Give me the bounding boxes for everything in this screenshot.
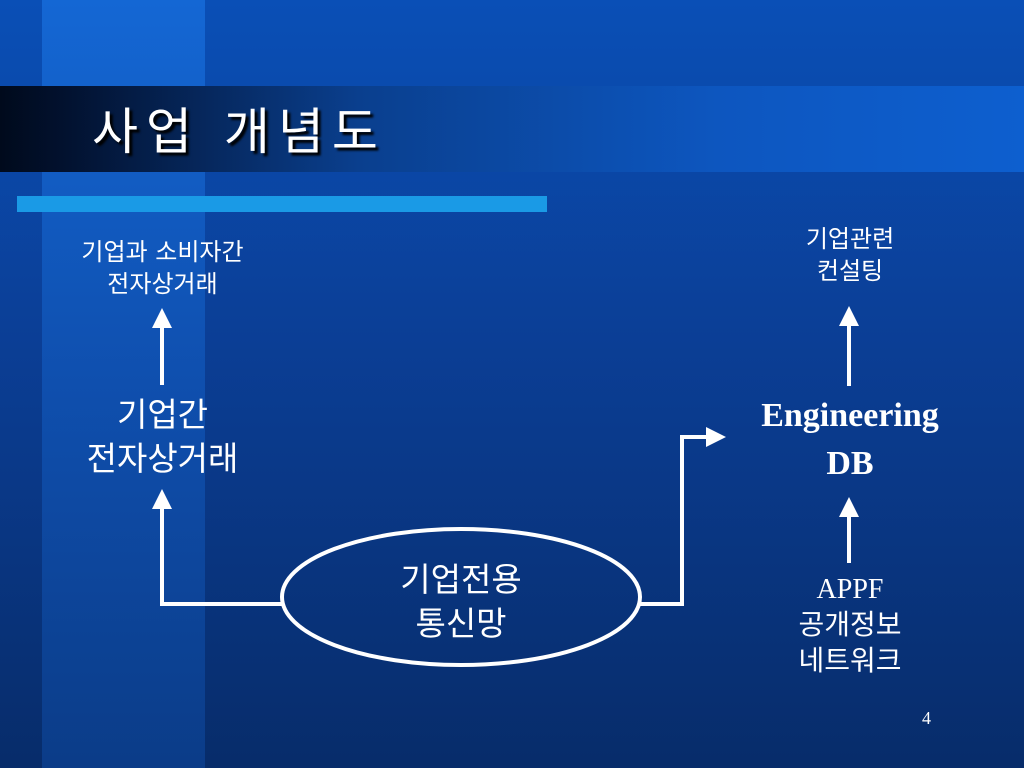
node-appf: APPF 공개정보 네트워크 xyxy=(750,572,950,680)
node-engineering-db-line1: Engineering xyxy=(761,397,939,434)
node-b2c-line1: 기업과 소비자간 xyxy=(81,238,244,266)
node-consulting: 기업관련 컨설팅 xyxy=(750,223,950,287)
arrow-network-to-db xyxy=(640,427,726,606)
node-consulting-line1: 기업관련 xyxy=(805,225,895,253)
node-appf-line1: APPF xyxy=(816,574,884,605)
node-network: 기업전용 통신망 xyxy=(331,558,591,646)
network-ellipse xyxy=(280,527,642,667)
node-appf-line3: 네트워크 xyxy=(798,646,902,677)
node-b2c-line2: 전자상거래 xyxy=(107,270,218,298)
node-engineering-db-line2: DB xyxy=(826,445,874,482)
node-consulting-line2: 컨설팅 xyxy=(816,257,884,285)
node-b2b: 기업간 전자상거래 xyxy=(40,393,285,481)
node-engineering-db: Engineering DB xyxy=(735,392,965,488)
accent-bar xyxy=(17,196,547,212)
node-b2c: 기업과 소비자간 전자상거래 xyxy=(40,236,285,300)
title-band xyxy=(0,86,1024,172)
node-b2b-line1: 기업간 xyxy=(116,395,209,434)
node-appf-line2: 공개정보 xyxy=(798,610,902,641)
node-network-line1: 기업전용 xyxy=(400,560,522,599)
node-b2b-line2: 전자상거래 xyxy=(86,439,239,478)
page-number: 4 xyxy=(922,708,931,728)
node-network-line2: 통신망 xyxy=(415,604,507,643)
slide-title: 사업 개념도 xyxy=(92,103,386,161)
arrow-network-to-b2b xyxy=(152,489,282,606)
